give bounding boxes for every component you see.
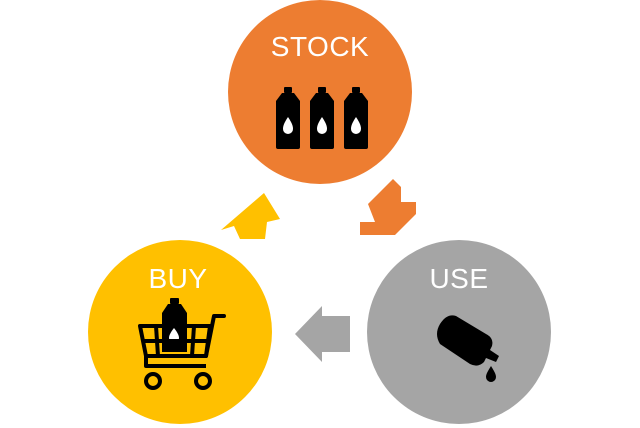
buy-label: BUY xyxy=(148,263,207,294)
bottle-icon xyxy=(310,87,334,149)
three-bottles-icon xyxy=(276,87,368,149)
stock-label: STOCK xyxy=(271,31,369,62)
use-label: USE xyxy=(429,263,488,294)
pouring-bottle-icon xyxy=(437,315,499,382)
stock-node: STOCK xyxy=(228,0,412,184)
bottle-icon xyxy=(276,87,300,149)
arrow-buy-to-stock xyxy=(221,193,280,239)
shopping-cart-icon xyxy=(138,298,226,390)
arrow-use-to-buy xyxy=(295,306,350,362)
use-node: USE xyxy=(367,240,551,424)
bottle-icon xyxy=(344,87,368,149)
arrow-stock-to-use xyxy=(360,179,416,235)
buy-node: BUY xyxy=(88,240,272,424)
